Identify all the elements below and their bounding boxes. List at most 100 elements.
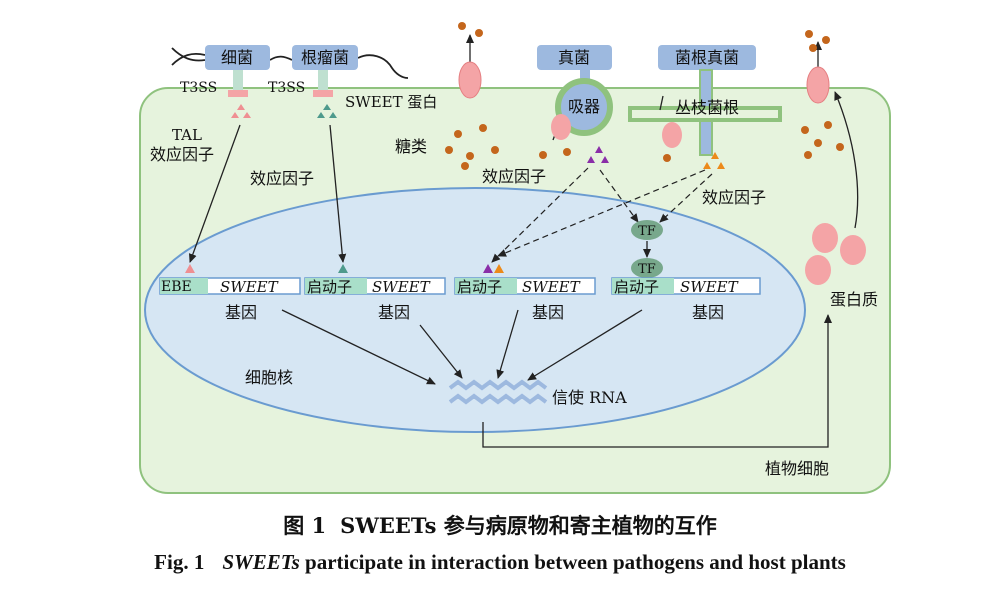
arbuscule-arrow [659,95,664,111]
tf-lower-label: TF [638,262,656,277]
bacteria-box [205,45,270,70]
effector-rhizobia-label: 效应因子 [250,169,314,188]
sugar-dot [461,162,469,170]
haustorium-label: 吸器 [568,97,600,116]
bacteria-label: 细菌 [221,48,253,67]
purple-effector-on-promoter [483,264,493,273]
gene2-to-mrna-arrow [419,324,463,379]
haustorium [555,78,613,136]
sugars-label: 糖类 [395,137,427,156]
t3ss-right-stem [318,70,328,92]
t3ss-left-base [228,90,248,97]
gene4-suffix: 基因 [692,303,724,322]
rhizobia-effector-arrow [329,124,347,263]
sugar-dot [475,29,483,37]
sugar-dot [458,22,466,30]
t3ss-left-label: T3SS [180,80,217,96]
sweet-diagram: 细菌 T3SS 根瘤菌 T3SS SWEET 蛋白 TAL 效应因子 效应因子 … [139,22,891,494]
sugar-dot [836,143,844,151]
gene2-name: SWEET [372,278,431,296]
promoter3-label: 启动子 [457,278,502,296]
figure-number-cn: 图 1 [283,513,327,538]
ebe-label: EBE [161,279,192,295]
gene3-name: SWEET [522,278,581,296]
mycorrhizal-fungi-label: 菌根真菌 [675,48,739,67]
gene4-name: SWEET [680,278,739,296]
t3ss-right-base [313,90,333,97]
sugar-dot [563,148,571,156]
protein-to-membrane-arrow [834,91,859,229]
teal-effector-cluster [317,104,337,118]
figure-caption-chinese: 图 1 SWEETs 参与病原物和寄主植物的互作 [0,510,1000,540]
orange-effector-on-promoter [494,264,504,273]
fungi-label: 真菌 [558,48,590,67]
promoter-region-3 [455,278,517,294]
sugar-dot [663,154,671,162]
sweet-protein-right [806,66,830,104]
nucleus [144,187,806,433]
sugar-dot [822,36,830,44]
protein-label: 蛋白质 [830,290,878,309]
sugar-dot [539,151,547,159]
mycorrhizal-fungi-box [658,45,756,70]
host-boundary-left [171,47,206,66]
dashed-purple-to-tf [599,169,639,223]
host-boundary-middle [269,55,293,61]
caption-text-en: participate in interaction between patho… [305,550,846,574]
ebe-region [160,278,208,294]
promoter-region-4 [612,278,674,294]
figure-number-en: Fig. 1 [154,550,205,574]
gene1-to-mrna-arrow [281,309,436,385]
rhizobia-box [292,45,358,70]
gene3-suffix: 基因 [532,303,564,322]
sugar-dot [454,130,462,138]
tal-effector-label-line1: TAL [172,126,202,144]
effector-mycorrhiza-label: 效应因子 [702,188,766,207]
pink-effector-on-ebe [185,264,195,273]
gene1-name: SWEET [220,278,279,296]
plant-cell-label: 植物细胞 [765,459,829,478]
caption-text-cn: SWEETs 参与病原物和寄主植物的互作 [340,513,717,538]
effector-fungi-label: 效应因子 [482,167,546,186]
arbuscule-label: 丛枝菌根 [675,98,739,117]
pink-effector-cluster [231,104,251,118]
orange-effector-cluster [703,152,725,169]
tal-effector-label-line2: 效应因子 [150,145,214,164]
promoter2-label: 启动子 [307,278,352,296]
tf-upper-label: TF [638,224,656,239]
mrna-strand-1 [448,379,548,391]
sweet-protein-mycorrhiza [662,122,682,148]
teal-effector-on-promoter [338,264,348,273]
translation-path [482,314,832,448]
sugar-dot [814,139,822,147]
gene2-suffix: 基因 [378,303,410,322]
sugar-dot [809,44,817,52]
gene4-to-mrna-arrow [527,309,643,381]
gene3-to-mrna-arrow [496,309,519,379]
sweet-protein-label: SWEET 蛋白 [345,93,437,111]
arbuscule [628,106,782,122]
tf-lower [631,258,663,278]
dashed-purple-to-promoter [491,167,589,263]
nucleus-label: 细胞核 [245,368,293,387]
sweet-protein-fungi [551,114,571,140]
t3ss-left-stem [233,70,243,92]
dashed-orange-to-tf [659,173,713,223]
protein-blob [812,223,838,253]
sugar-dot [479,124,487,132]
fungi-box [537,45,612,70]
host-boundary-right [357,54,409,79]
caption-italic-en: SWEETs [222,550,300,574]
tf-upper [631,220,663,240]
promoter4-label: 启动子 [614,278,659,296]
protein-blob [840,235,866,265]
dashed-orange-to-promoter [497,169,706,257]
protein-blob [805,255,831,285]
sugar-dot [491,146,499,154]
t3ss-right-label: T3SS [268,80,305,96]
figure-caption-english: Fig. 1 SWEETs participate in interaction … [0,550,1000,575]
sugar-dot [805,30,813,38]
gene1-suffix: 基因 [225,303,257,322]
sugar-dot [466,152,474,160]
tal-arrow [188,124,241,263]
